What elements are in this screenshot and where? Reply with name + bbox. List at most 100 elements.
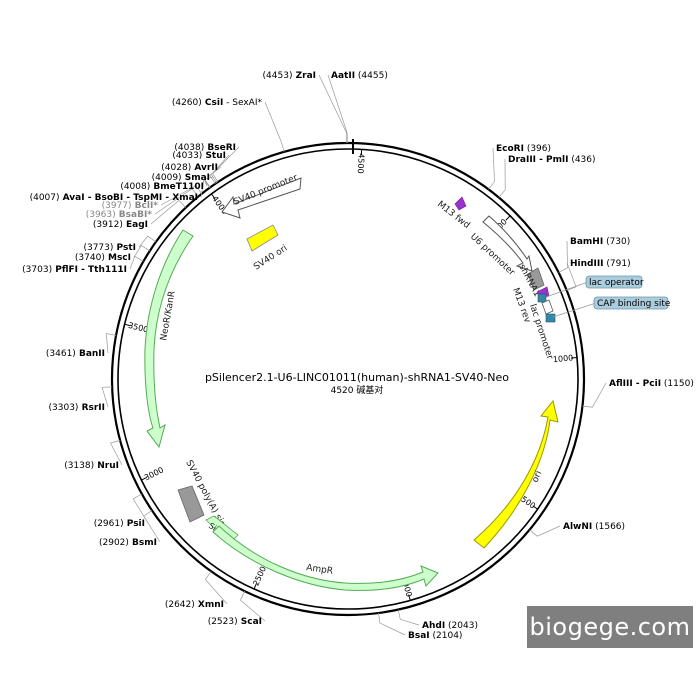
site-name: PflFI - Tth111I bbox=[52, 265, 127, 275]
site-label-pre: (3703) bbox=[22, 265, 52, 275]
feature-m13-fwd-label: M13 fwd bbox=[435, 199, 471, 230]
site-label-pre: (2902) bbox=[99, 538, 129, 548]
restriction-site-label: (3740) MscI bbox=[75, 253, 131, 263]
site-name: ZraI bbox=[292, 71, 316, 81]
site-name: NruI bbox=[94, 461, 119, 471]
feature-ori bbox=[473, 399, 559, 549]
site-leader bbox=[397, 609, 420, 626]
site-name: PsiI bbox=[124, 519, 145, 529]
tick-mark bbox=[408, 594, 411, 601]
feature-lac-operator bbox=[537, 293, 547, 303]
badge-cap-leader bbox=[552, 302, 597, 318]
site-leader bbox=[160, 185, 203, 206]
restriction-site-label: HindIII (791) bbox=[570, 259, 631, 269]
restriction-site-label: EcoRI (396) bbox=[496, 144, 551, 154]
tick-mark bbox=[253, 583, 257, 590]
site-label-post: (1566) bbox=[592, 522, 625, 532]
site-label-pre: (3303) bbox=[49, 403, 79, 413]
site-name: AvrII bbox=[191, 163, 218, 173]
restriction-site-label: (3138) NruI bbox=[64, 461, 119, 471]
site-leader bbox=[582, 382, 607, 408]
restriction-site-label: (2902) BsmI bbox=[99, 538, 157, 548]
site-label-post: (436) bbox=[568, 155, 595, 165]
site-leader bbox=[101, 386, 113, 408]
site-name: CsiI bbox=[202, 98, 224, 108]
feature-u6-promoter bbox=[482, 215, 533, 272]
site-leader bbox=[150, 199, 187, 225]
site-name: StuI bbox=[202, 151, 226, 161]
site-label-pre: (2523) bbox=[208, 617, 238, 627]
tick-mark bbox=[141, 476, 147, 481]
site-label-post: (1150) bbox=[661, 379, 694, 389]
site-label-post: (4455) bbox=[355, 71, 388, 81]
restriction-site-label: (2523) ScaI bbox=[208, 617, 262, 627]
feature-lac-promoter bbox=[541, 299, 554, 315]
site-leader bbox=[318, 74, 347, 143]
site-label-pre: (3461) bbox=[46, 349, 76, 359]
site-leader bbox=[203, 176, 214, 188]
restriction-site-label: (3773) PstI bbox=[83, 243, 136, 253]
site-name: EagI bbox=[123, 220, 148, 230]
site-name: PstI bbox=[113, 243, 136, 253]
site-label-post: (2043) bbox=[445, 621, 478, 631]
site-label-post: (730) bbox=[603, 237, 630, 247]
site-leader bbox=[378, 612, 406, 636]
restriction-site-label: (4028) AvrII bbox=[161, 163, 218, 173]
site-name: BmeT110I bbox=[150, 182, 204, 192]
site-leader bbox=[154, 188, 199, 215]
site-name: AlwNI bbox=[563, 522, 592, 532]
restriction-site-labels: (4453) ZraI AatII (4455) (4260) CsiI - Sex… bbox=[22, 71, 694, 641]
restriction-site-label: (3461) BanII bbox=[46, 349, 105, 359]
site-name: BsaI bbox=[408, 631, 430, 641]
site-leader bbox=[133, 245, 150, 258]
tick-mark bbox=[211, 193, 216, 200]
site-name: RsrII bbox=[78, 403, 105, 413]
site-leader bbox=[566, 262, 577, 291]
feature-sv40-promoter bbox=[221, 177, 302, 219]
badge-lac-operator-box bbox=[585, 275, 643, 289]
site-name: BclI* bbox=[132, 201, 159, 211]
site-label-pre: (3138) bbox=[64, 461, 94, 471]
site-label-post: (791) bbox=[604, 259, 631, 269]
restriction-site-label: AflIII - PciI (1150) bbox=[609, 379, 694, 389]
badge-lac-operator-leader bbox=[545, 281, 589, 298]
restriction-site-label: (2642) XmnI bbox=[165, 600, 224, 610]
backbone-inner bbox=[117, 148, 579, 610]
site-label-pre: (3740) bbox=[75, 253, 105, 263]
site-leader bbox=[498, 158, 506, 198]
restriction-site-label: (2961) PsiI bbox=[94, 519, 145, 529]
badge-cap-box bbox=[593, 296, 669, 310]
site-label-pre: (4038) bbox=[174, 143, 204, 153]
site-leader bbox=[204, 571, 228, 605]
site-leader bbox=[200, 178, 211, 198]
site-leader bbox=[109, 440, 123, 466]
site-label-pre: (3773) bbox=[83, 243, 113, 253]
tick-label: 3500 bbox=[127, 321, 149, 335]
site-label-pre: (4008) bbox=[120, 182, 150, 192]
site-name: XmnI bbox=[195, 600, 224, 610]
site-name: BsaBI* bbox=[116, 210, 153, 220]
site-name: AatII bbox=[331, 71, 355, 81]
restriction-site-label: (3963) BsaBI* bbox=[86, 210, 153, 220]
site-label-pre: (3977) bbox=[102, 201, 132, 211]
site-name: BamHI bbox=[570, 237, 603, 247]
site-label-post: - SexAI* bbox=[223, 98, 262, 108]
restriction-site-label: (4260) CsiI - SexAI* bbox=[172, 98, 263, 108]
site-leader bbox=[529, 525, 561, 537]
feature-ampr bbox=[212, 525, 439, 591]
restriction-site-label: (3912) EagI bbox=[93, 220, 148, 230]
feature-sv40-polya bbox=[177, 485, 205, 523]
site-leader bbox=[129, 255, 144, 270]
tick-mark bbox=[532, 505, 538, 510]
site-name: SmaI bbox=[182, 173, 210, 183]
site-name: HindIII bbox=[570, 259, 604, 269]
restriction-site-label: AhdI (2043) bbox=[422, 621, 478, 631]
tick-label: 1000 bbox=[553, 353, 574, 364]
site-label-pre: (4453) bbox=[263, 71, 293, 81]
site-leader bbox=[209, 166, 222, 184]
site-leader bbox=[239, 591, 266, 622]
restriction-site-label: AatII (4455) bbox=[331, 71, 388, 81]
tick-label: 4500 bbox=[356, 153, 366, 174]
site-name: AflIII - PciI bbox=[609, 379, 661, 389]
